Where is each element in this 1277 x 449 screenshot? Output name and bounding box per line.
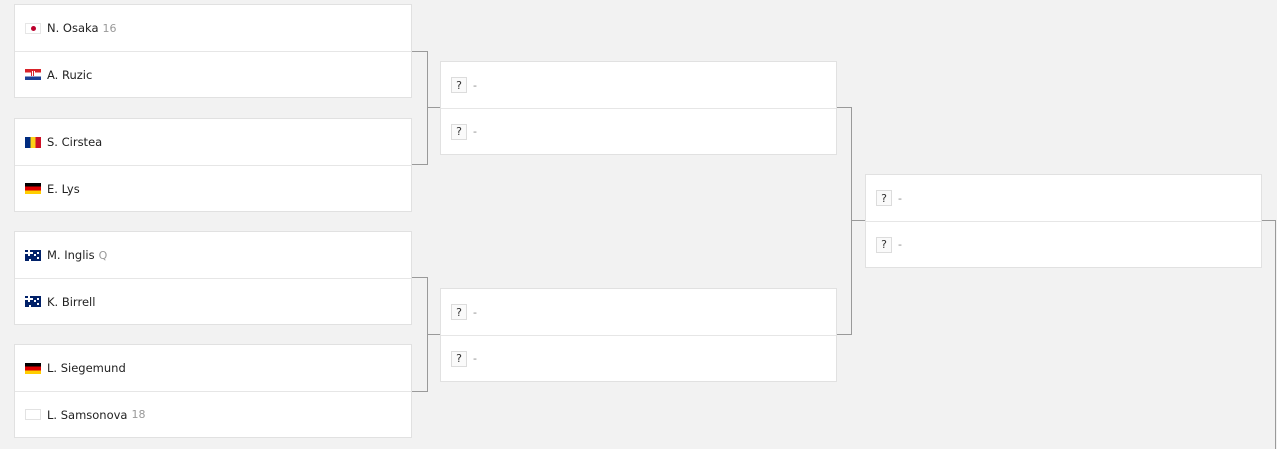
player-name: L. Samsonova bbox=[47, 407, 128, 422]
japan-flag-icon bbox=[25, 22, 41, 34]
match-card-r1-2[interactable]: S. Cirstea E. Lys bbox=[14, 118, 412, 212]
unknown-player-icon: ? bbox=[876, 236, 892, 253]
tbd-row[interactable]: ? - bbox=[441, 62, 836, 108]
tbd-label: - bbox=[473, 125, 477, 138]
player-row[interactable]: L. Siegemund bbox=[15, 345, 411, 391]
unknown-player-icon: ? bbox=[451, 304, 467, 320]
player-name: K. Birrell bbox=[47, 294, 96, 309]
bracket-connector bbox=[837, 334, 852, 335]
player-row[interactable]: M. Inglis Q bbox=[15, 232, 411, 278]
unknown-player-icon: ? bbox=[451, 350, 467, 367]
bracket-connector bbox=[412, 51, 428, 52]
bracket-connector bbox=[837, 107, 852, 108]
player-name: M. Inglis bbox=[47, 248, 95, 262]
match-card-r2-2[interactable]: ? - ? - bbox=[440, 288, 837, 382]
match-card-r1-4[interactable]: L. Siegemund L. Samsonova 18 bbox=[14, 344, 412, 438]
player-row[interactable]: S. Cirstea bbox=[15, 119, 411, 165]
bracket-connector bbox=[412, 391, 428, 392]
bracket-connector bbox=[427, 334, 440, 335]
unknown-player-icon: ? bbox=[451, 77, 467, 93]
tbd-label: - bbox=[898, 191, 902, 205]
bracket-connector bbox=[1262, 220, 1276, 221]
tbd-row[interactable]: ? - bbox=[441, 335, 836, 381]
player-name: E. Lys bbox=[47, 181, 80, 196]
player-row[interactable]: A. Ruzic bbox=[15, 51, 411, 97]
player-row[interactable]: L. Samsonova 18 bbox=[15, 391, 411, 437]
tbd-label: - bbox=[473, 78, 477, 92]
player-row[interactable]: E. Lys bbox=[15, 165, 411, 211]
australia-flag-icon bbox=[25, 249, 41, 261]
player-seed: 16 bbox=[102, 21, 117, 35]
croatia-flag-icon bbox=[25, 69, 41, 80]
match-card-r3-1[interactable]: ? - ? - bbox=[865, 174, 1262, 268]
match-card-r1-3[interactable]: M. Inglis Q K. Birrell bbox=[14, 231, 412, 325]
player-row[interactable]: K. Birrell bbox=[15, 278, 411, 324]
romania-flag-icon bbox=[25, 136, 41, 148]
bracket-connector bbox=[427, 51, 428, 165]
tbd-row[interactable]: ? - bbox=[866, 221, 1261, 267]
player-name: L. Siegemund bbox=[47, 361, 126, 375]
player-name: S. Cirstea bbox=[47, 135, 103, 149]
player-seed: 18 bbox=[131, 408, 146, 421]
bracket-connector bbox=[412, 277, 428, 278]
tbd-row[interactable]: ? - bbox=[441, 289, 836, 335]
unknown-player-icon: ? bbox=[876, 190, 892, 206]
match-card-r1-1[interactable]: N. Osaka 16 A. Ruzic bbox=[14, 4, 412, 98]
bracket-connector bbox=[412, 164, 428, 165]
tbd-label: - bbox=[473, 305, 477, 319]
blank-flag-icon bbox=[25, 409, 41, 420]
player-row[interactable]: N. Osaka 16 bbox=[15, 5, 411, 51]
player-seed: Q bbox=[98, 248, 108, 262]
bracket-connector bbox=[427, 107, 440, 108]
player-name: N. Osaka bbox=[47, 21, 99, 35]
bracket-connector bbox=[851, 107, 852, 335]
bracket-connector bbox=[851, 220, 865, 221]
bracket-connector bbox=[1275, 220, 1276, 449]
australia-flag-icon bbox=[25, 296, 41, 307]
tbd-row[interactable]: ? - bbox=[866, 175, 1261, 221]
match-card-r2-1[interactable]: ? - ? - bbox=[440, 61, 837, 155]
tbd-label: - bbox=[473, 352, 477, 365]
germany-flag-icon bbox=[25, 362, 41, 374]
unknown-player-icon: ? bbox=[451, 123, 467, 140]
tbd-label: - bbox=[898, 238, 902, 251]
tbd-row[interactable]: ? - bbox=[441, 108, 836, 154]
germany-flag-icon bbox=[25, 183, 41, 194]
player-name: A. Ruzic bbox=[47, 67, 93, 82]
